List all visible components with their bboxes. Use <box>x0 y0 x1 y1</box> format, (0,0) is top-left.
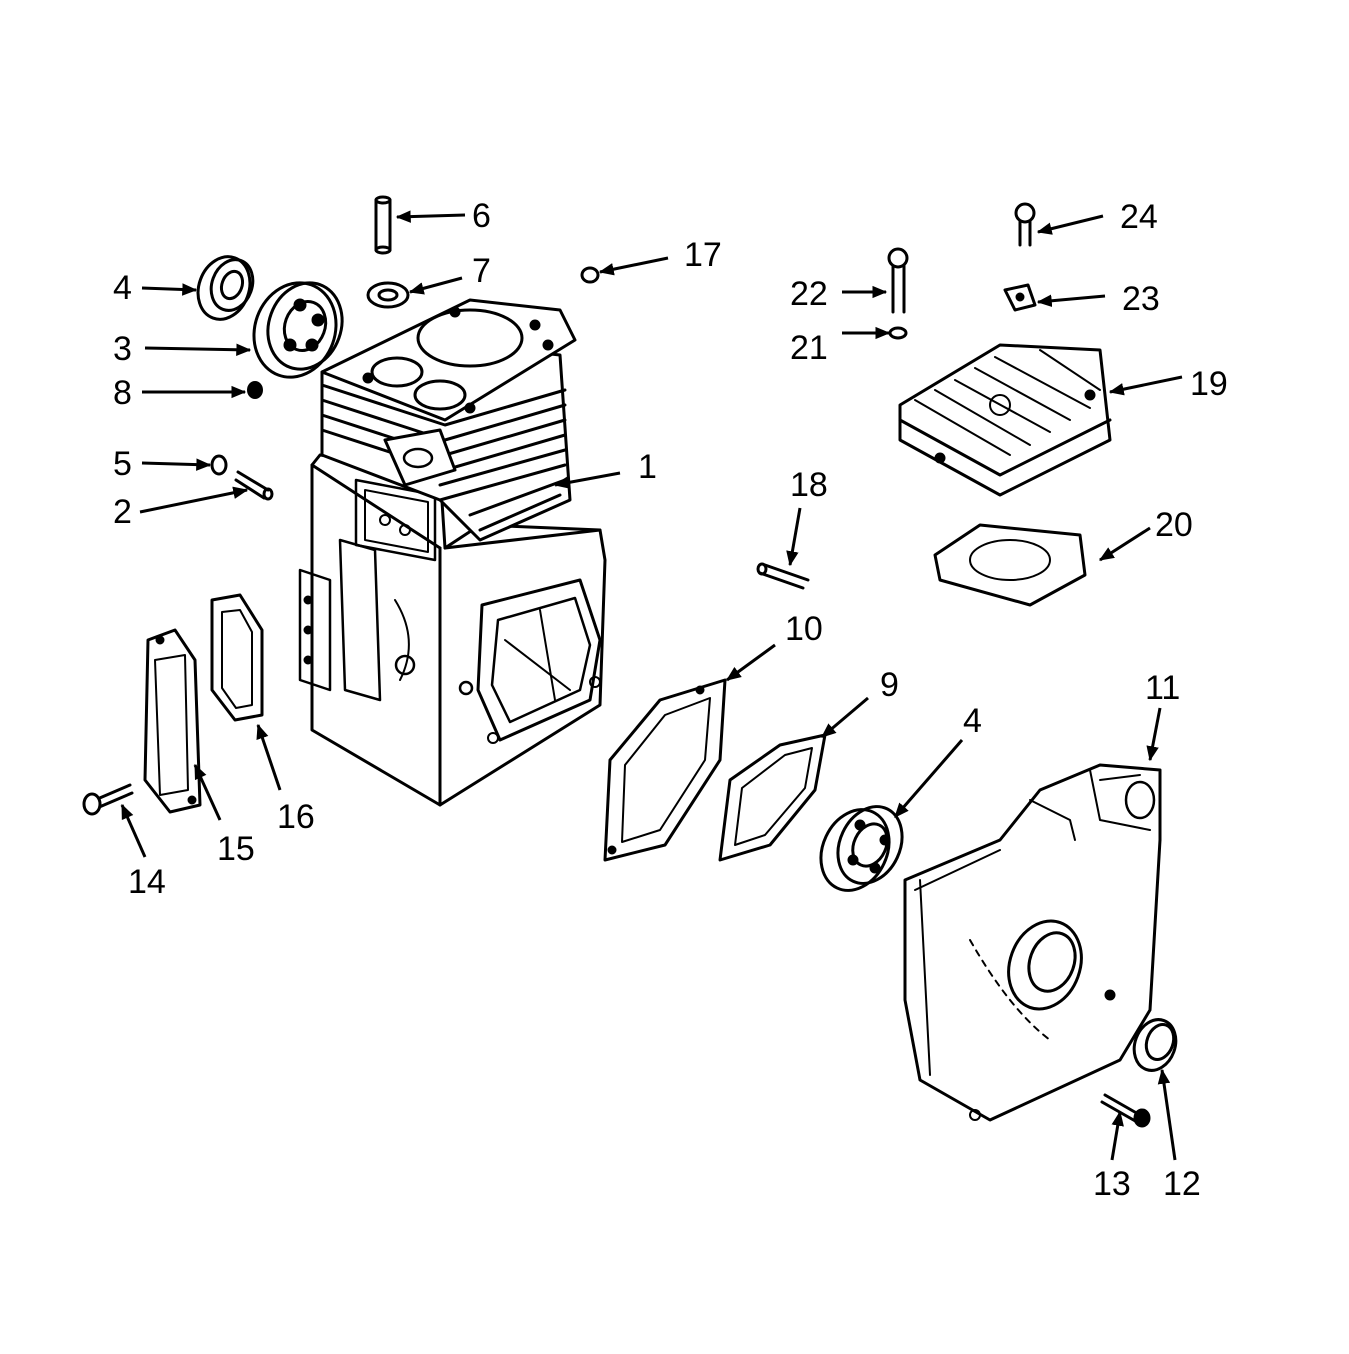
callout-9: 9 <box>880 666 899 704</box>
leader-4b <box>893 739 964 818</box>
leader-10 <box>725 643 776 682</box>
part-16-gasket <box>210 593 264 722</box>
callout-1: 1 <box>638 448 657 486</box>
leader-2 <box>139 486 249 514</box>
part-18-dowel-pin <box>756 562 810 590</box>
leader-5 <box>141 458 212 471</box>
callout-18: 18 <box>790 466 828 504</box>
leader-18 <box>786 507 802 567</box>
callout-20: 20 <box>1155 506 1193 544</box>
part-10-gasket <box>603 678 727 862</box>
leader-20 <box>1098 526 1151 562</box>
callout-22: 22 <box>790 275 828 313</box>
callout-13: 13 <box>1093 1165 1131 1203</box>
part-9-gasket <box>718 733 827 862</box>
part-17-washer <box>580 266 600 284</box>
callout-2: 2 <box>113 493 132 531</box>
part-14-bolt <box>82 783 134 816</box>
leader-11 <box>1146 707 1162 762</box>
leader-4a <box>141 283 198 296</box>
callout-11: 11 <box>1145 669 1180 707</box>
leader-24 <box>1036 214 1104 235</box>
callout-19: 19 <box>1190 365 1228 403</box>
part-20-head-gasket <box>933 523 1087 607</box>
leader-17 <box>598 256 669 276</box>
callout-21: 21 <box>790 329 828 367</box>
callout-3: 3 <box>113 330 132 368</box>
part-15-cover-plate <box>143 628 202 814</box>
leader-6 <box>395 210 466 223</box>
leader-3 <box>144 343 252 356</box>
part-13-bolt <box>1100 1093 1151 1128</box>
part-2-pin <box>234 470 274 501</box>
part-24-screw <box>1014 202 1036 247</box>
leader-lines <box>120 210 1183 1161</box>
leader-12 <box>1157 1068 1177 1161</box>
part-11-crankcase-cover <box>903 763 1162 1122</box>
leader-7 <box>408 276 463 295</box>
leader-9 <box>821 696 869 739</box>
callout-8: 8 <box>113 374 132 412</box>
part-4-oil-seal <box>196 255 255 321</box>
part-1-cylinder-block <box>298 298 607 807</box>
part-12-seal <box>1132 1018 1178 1072</box>
leader-14 <box>120 803 147 858</box>
leader-23 <box>1036 294 1106 307</box>
callout-17: 17 <box>684 236 722 274</box>
callout-5: 5 <box>113 445 132 483</box>
part-22-bolt <box>887 247 909 314</box>
part-4-bearing-lower <box>819 805 904 892</box>
callout-4a: 4 <box>113 269 132 307</box>
part-7-washer <box>366 281 410 309</box>
leader-15 <box>193 763 222 821</box>
leader-19 <box>1108 375 1183 396</box>
callout-15: 15 <box>217 830 255 868</box>
part-3-bearing <box>252 281 344 379</box>
callout-labels: 1 2 3 4 5 6 7 8 9 10 11 12 13 14 15 16 1… <box>113 197 1228 1203</box>
part-19-cylinder-head <box>898 343 1112 497</box>
callout-16: 16 <box>277 798 315 836</box>
part-21-washer <box>888 326 908 340</box>
callout-23: 23 <box>1122 280 1160 318</box>
leader-13 <box>1110 1110 1124 1161</box>
part-8-plug <box>247 381 263 399</box>
callout-4b: 4 <box>963 702 982 740</box>
callout-10: 10 <box>785 610 823 648</box>
part-5-ring <box>210 454 228 476</box>
part-6-dowel <box>374 195 392 255</box>
part-23-bracket <box>1003 283 1037 312</box>
callout-12: 12 <box>1163 1165 1201 1203</box>
callout-7: 7 <box>472 252 491 290</box>
leader-16 <box>256 723 282 791</box>
callout-24: 24 <box>1120 198 1158 236</box>
callout-6: 6 <box>472 197 491 235</box>
leader-1 <box>553 471 621 489</box>
callout-14: 14 <box>128 863 166 901</box>
